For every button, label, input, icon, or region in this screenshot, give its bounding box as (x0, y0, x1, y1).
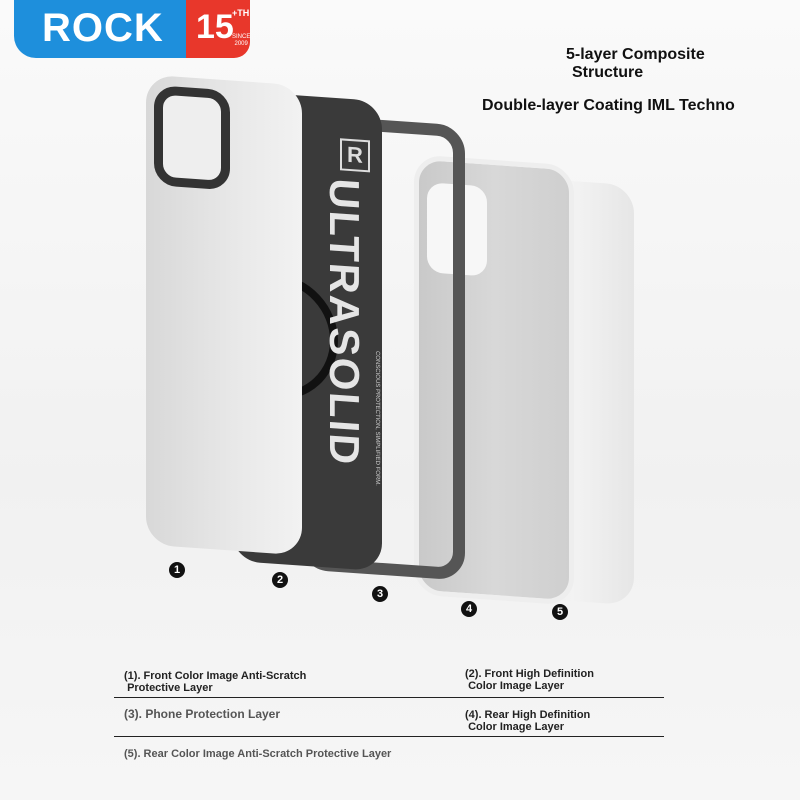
heading-line3: Double-layer Coating IML Techno (482, 97, 735, 114)
layer-3-label: (3). Phone Protection Layer (124, 707, 281, 721)
divider (114, 736, 664, 737)
marker-4: 4 (461, 601, 477, 617)
print-tagline: CONSCIOUS PROTECTION, SIMPLIFIED FORM. (374, 350, 380, 487)
anniversary-suffix: +TH (232, 8, 250, 18)
print-brand-mark: R (340, 138, 370, 173)
heading-line2: Structure (572, 64, 644, 81)
layer-4-label: (4). Rear High Definition Color Image La… (465, 709, 591, 733)
marker-1: 1 (169, 562, 185, 578)
layer-1-case (146, 74, 302, 556)
marker-3: 3 (372, 586, 388, 602)
camera-ring (154, 85, 230, 191)
heading-line1: 5-layer Composite (566, 46, 705, 63)
print-text: ULTRASOLID (321, 176, 368, 468)
logo-blue-block (14, 0, 192, 58)
layer-1-label: (1). Front Color Image Anti-Scratch Prot… (124, 670, 307, 694)
layer-5-label: (5). Rear Color Image Anti-Scratch Prote… (124, 748, 392, 760)
layer-2-label: (2). Front High Definition Color Image L… (465, 668, 594, 692)
marker-2: 2 (272, 572, 288, 588)
logo-red-block (186, 0, 250, 58)
anniversary-number: 15 (196, 8, 234, 46)
logo-text: ROCK (42, 6, 164, 50)
divider (114, 697, 664, 698)
marker-5: 5 (552, 604, 568, 620)
